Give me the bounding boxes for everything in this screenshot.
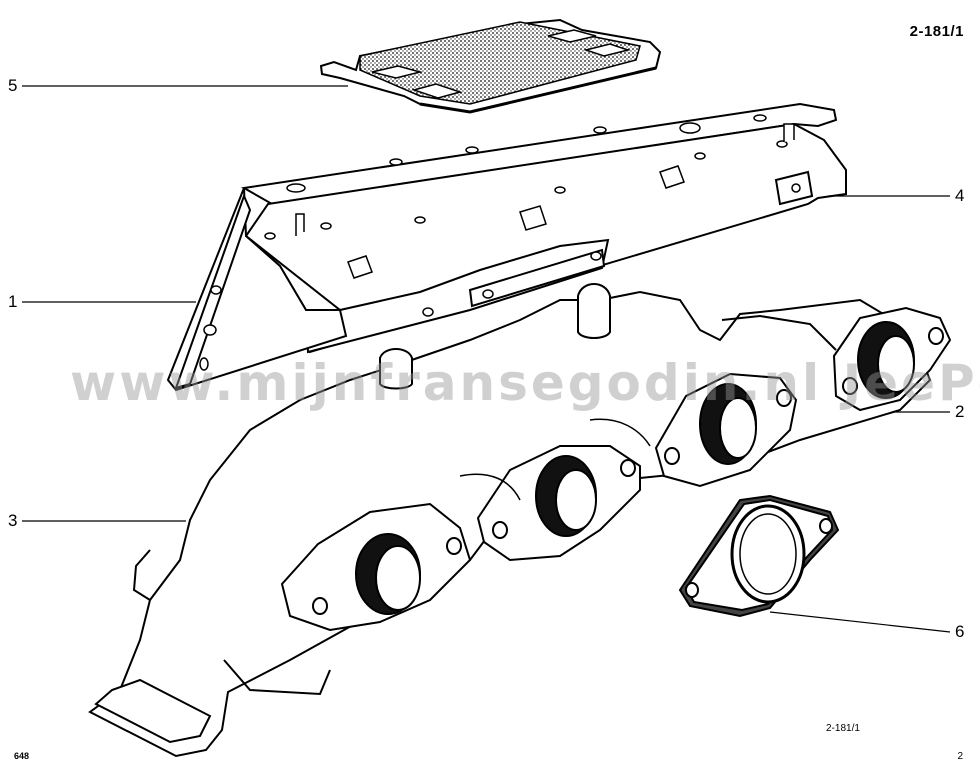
insulating-pad-part xyxy=(319,18,662,114)
heat-shield-part xyxy=(166,102,847,392)
callout-number-6: 6 xyxy=(955,622,965,641)
callout-number-4: 4 xyxy=(955,186,965,205)
manifold-gasket-part xyxy=(678,494,840,618)
page-number-left: 648 xyxy=(14,751,30,761)
leader-line-6 xyxy=(769,611,951,633)
exhaust-manifold-part xyxy=(88,283,952,758)
callout-number-2: 2 xyxy=(955,402,965,421)
page-number-right: 2 xyxy=(957,751,963,762)
callout-number-5: 5 xyxy=(8,76,18,95)
figure-reference-top: 2-181/1 xyxy=(909,23,964,40)
leader-lines xyxy=(22,85,951,633)
callout-number-1: 1 xyxy=(8,292,18,311)
callout-number-3: 3 xyxy=(8,511,18,530)
figure-reference-bottom: 2-181/1 xyxy=(826,723,860,734)
